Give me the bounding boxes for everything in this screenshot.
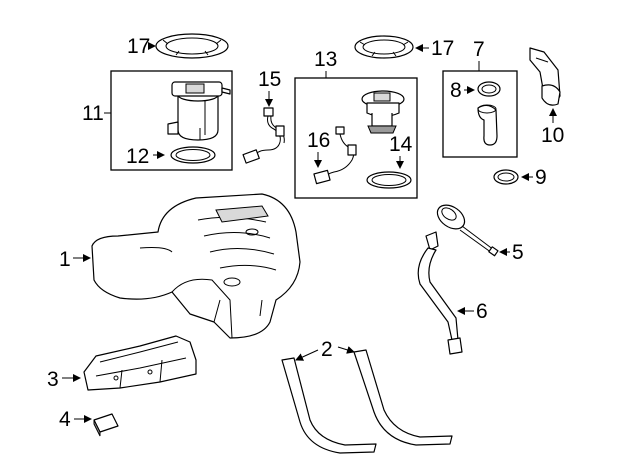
group-box-11 — [110, 70, 233, 171]
callout-1: 1 — [59, 248, 71, 271]
callout-9: 9 — [535, 166, 547, 189]
wiring-harness-16 — [313, 126, 357, 185]
callout-17-left: 17 — [127, 35, 150, 58]
group-box-13 — [294, 77, 418, 199]
callout-17-right: 17 — [431, 37, 454, 60]
callout-6: 6 — [476, 300, 488, 323]
fuel-cap — [436, 204, 499, 257]
wiring-harness-15 — [242, 107, 285, 164]
fuel-level-sender — [361, 90, 405, 134]
callout-3: 3 — [47, 368, 59, 391]
hose-clamp-9 — [493, 169, 519, 185]
vent-valve-10 — [529, 47, 561, 106]
tank-strap-right — [353, 349, 453, 446]
callout-16: 16 — [307, 129, 330, 152]
lock-ring-right — [354, 35, 414, 59]
callout-11: 11 — [82, 102, 104, 125]
callout-12: 12 — [126, 145, 149, 168]
callout-13: 13 — [314, 48, 337, 71]
filler-hose — [477, 104, 498, 146]
callout-15: 15 — [258, 68, 281, 91]
sender-seal-ring — [366, 171, 412, 189]
lock-ring-left — [155, 33, 229, 59]
callout-4: 4 — [59, 408, 71, 431]
fuel-tank — [91, 193, 301, 339]
fuel-pump-module — [167, 81, 231, 141]
group-box-7 — [442, 70, 518, 158]
tank-strap-left — [281, 357, 377, 454]
pump-seal-ring — [170, 146, 216, 164]
callout-10: 10 — [541, 124, 564, 147]
callout-7: 7 — [473, 38, 485, 61]
filler-pipe — [417, 231, 463, 355]
heat-shield — [83, 335, 197, 391]
callout-2: 2 — [321, 338, 333, 361]
insulator-pad — [93, 413, 119, 437]
callout-14: 14 — [389, 133, 413, 156]
callout-5: 5 — [512, 241, 524, 264]
callout-8: 8 — [450, 79, 462, 102]
hose-clamp-8 — [477, 81, 501, 97]
